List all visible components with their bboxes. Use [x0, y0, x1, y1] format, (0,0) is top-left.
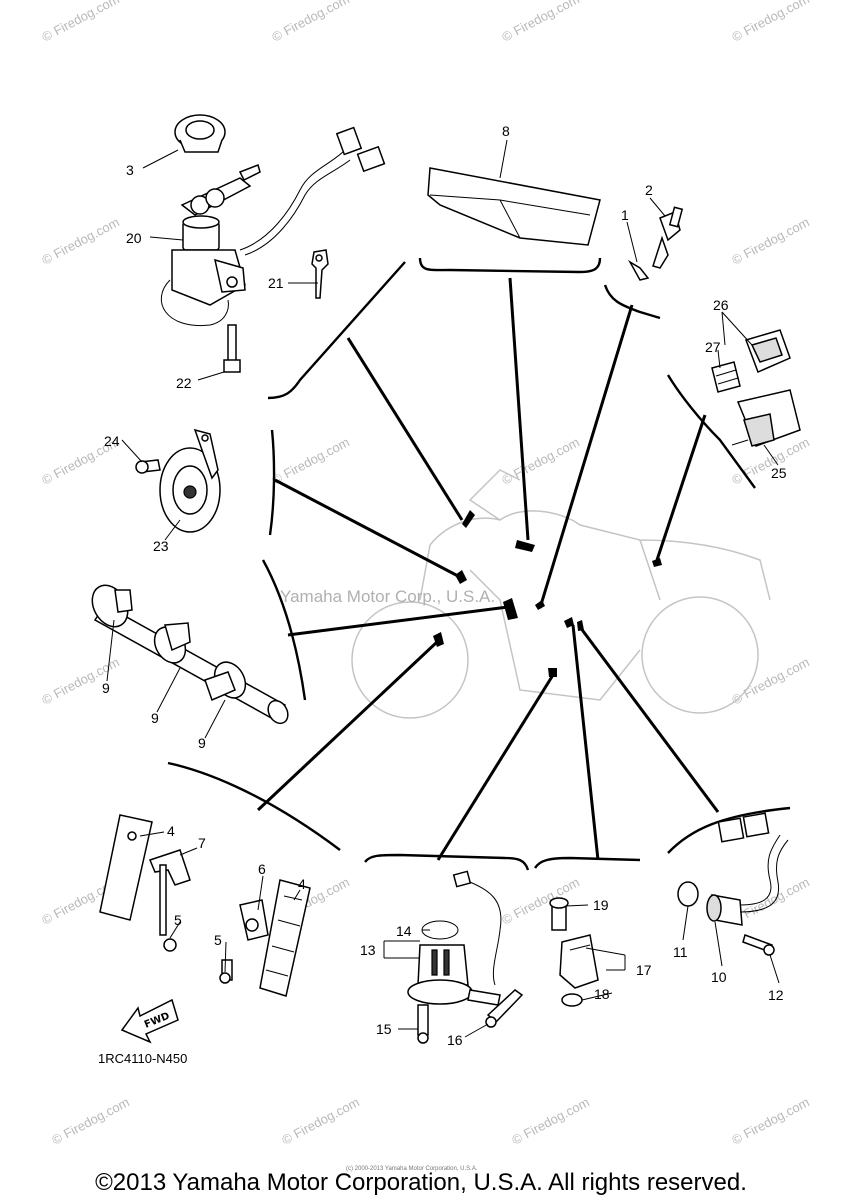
callout-16: 16	[447, 1032, 463, 1048]
callout-5: 5	[174, 912, 182, 928]
callout-9: 9	[151, 710, 159, 726]
watermark: © Firedog.com	[729, 654, 811, 707]
relay-group	[711, 329, 801, 447]
center-watermark: Yamaha Motor Corp., U.S.A.	[280, 587, 495, 606]
callout-14: 14	[396, 923, 412, 939]
horn-group	[135, 428, 221, 533]
sensor-group	[549, 897, 599, 1007]
callout-11: 11	[673, 944, 688, 960]
watermark: © Firedog.com	[729, 1094, 811, 1147]
watermark: © Firedog.com	[49, 1094, 131, 1147]
callout-25: 25	[771, 465, 787, 481]
callout-1: 1	[621, 207, 629, 223]
callout-labels: 3 20 21 22 24 23 8 2 1 26 27 25 9 9 9 4 …	[102, 123, 787, 1048]
callout-2: 2	[645, 182, 653, 198]
callout-20: 20	[126, 230, 142, 246]
callout-3: 3	[126, 162, 134, 178]
callout-26: 26	[713, 297, 729, 313]
watermark: © Firedog.com	[729, 0, 811, 45]
watermark: © Firedog.com	[39, 214, 121, 267]
copyright-notice: ©2013 Yamaha Motor Corporation, U.S.A. A…	[95, 1169, 747, 1196]
watermark: © Firedog.com	[729, 214, 811, 267]
handlebar-switch-group	[91, 584, 289, 725]
callout-15: 15	[376, 1021, 392, 1037]
watermark: © Firedog.com	[279, 1094, 361, 1147]
motorcycle-outline: Yamaha Motor Corp., U.S.A.	[280, 469, 771, 719]
callout-12: 12	[768, 987, 784, 1003]
fuel-pump-group	[407, 870, 524, 1044]
watermark: © Firedog.com	[509, 1094, 591, 1147]
callout-8: 8	[502, 123, 510, 139]
watermark: © Firedog.com	[269, 0, 351, 45]
speed-sensor-group	[677, 812, 789, 956]
pedal-switch-group	[99, 814, 311, 997]
callout-10: 10	[711, 969, 727, 985]
callout-17: 17	[636, 962, 652, 978]
watermark: © Firedog.com	[499, 874, 581, 927]
callout-27: 27	[705, 339, 721, 355]
group-brackets	[167, 257, 791, 871]
watermark: © Firedog.com	[269, 434, 351, 487]
callout-4: 4	[298, 876, 306, 892]
watermark: © Firedog.com	[39, 0, 121, 45]
callout-leaders	[106, 139, 780, 1038]
callout-22: 22	[176, 375, 192, 391]
callout-6: 6	[258, 861, 266, 877]
callout-23: 23	[153, 538, 169, 554]
main-switch-group	[160, 114, 386, 373]
callout-4: 4	[167, 823, 175, 839]
diagram-code: 1RC4110-N450	[98, 1051, 187, 1066]
callout-24: 24	[104, 433, 120, 449]
fine-print: (c) 2000-2013 Yamaha Motor Corporation, …	[346, 1166, 478, 1172]
callout-9: 9	[198, 735, 206, 751]
callout-13: 13	[360, 942, 376, 958]
watermark: © Firedog.com	[499, 434, 581, 487]
ecu-unit-group	[427, 167, 684, 281]
callout-7: 7	[198, 835, 206, 851]
watermark: © Firedog.com	[499, 0, 581, 45]
callout-9: 9	[102, 680, 110, 696]
callout-5: 5	[214, 932, 222, 948]
callout-18: 18	[594, 986, 610, 1002]
callout-21: 21	[268, 275, 284, 291]
callout-19: 19	[593, 897, 609, 913]
fwd-arrow: FWD	[120, 998, 179, 1044]
